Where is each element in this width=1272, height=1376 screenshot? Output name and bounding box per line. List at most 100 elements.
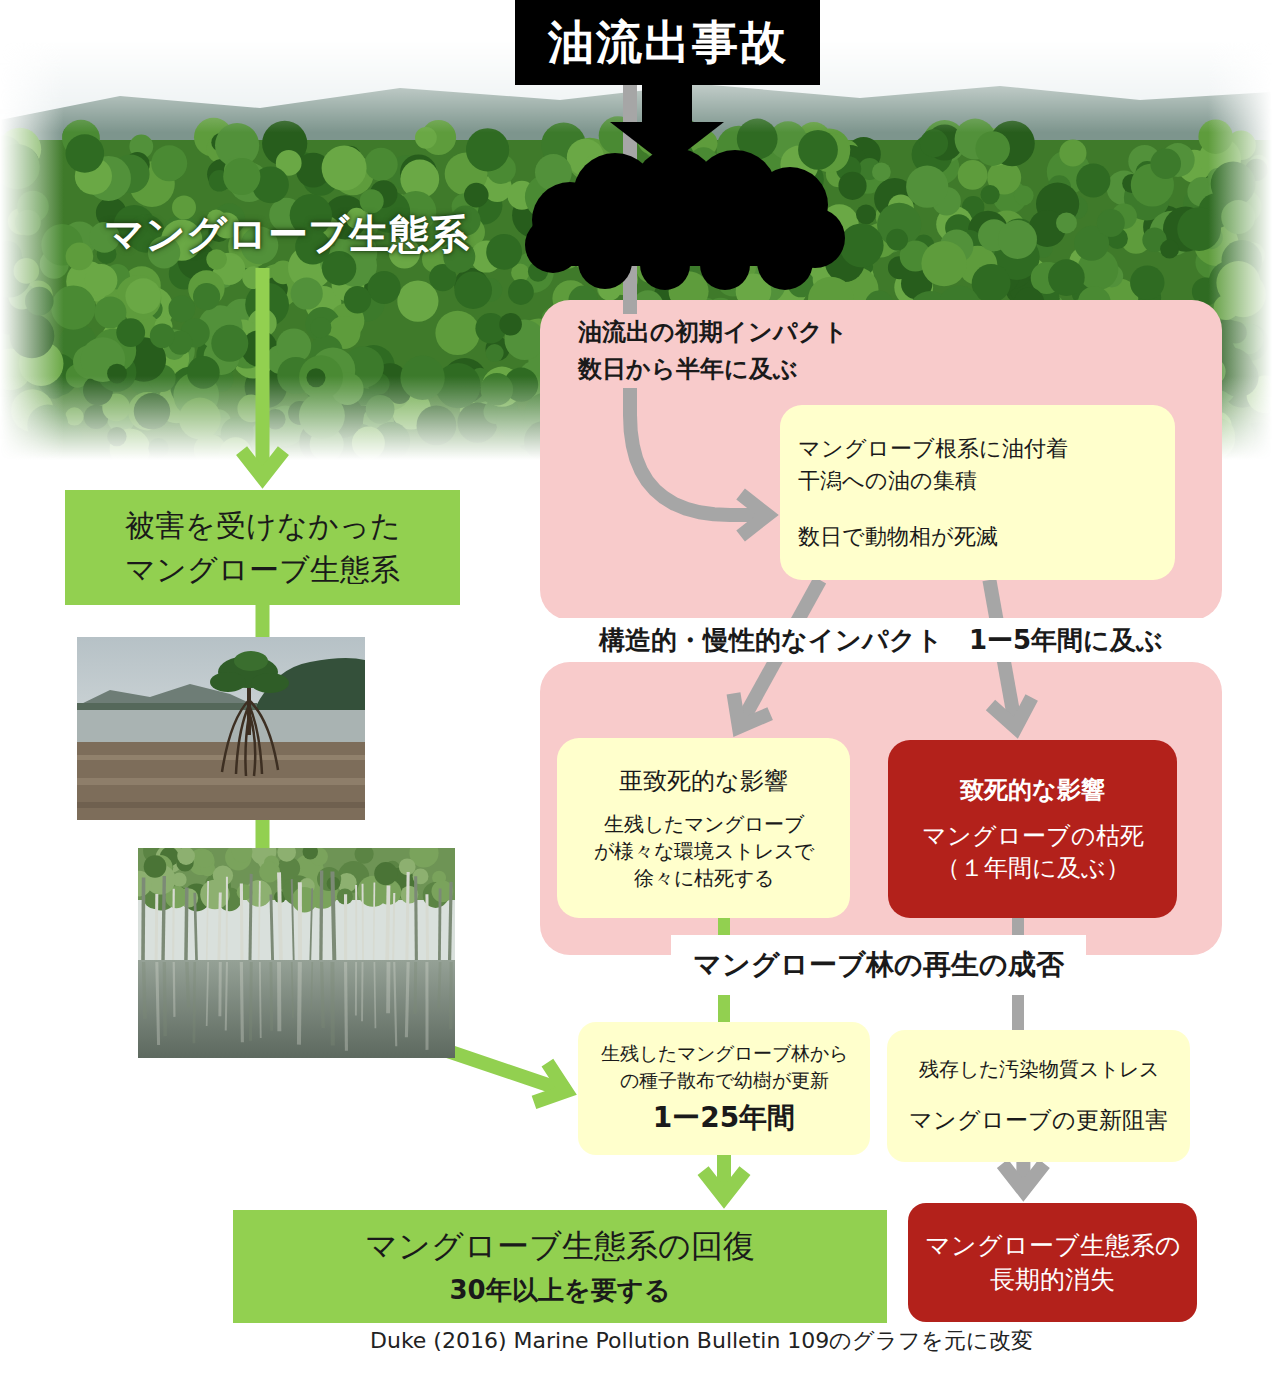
illustration-part <box>322 146 367 191</box>
illustration-part <box>406 962 408 1037</box>
arrow-head <box>990 698 1031 728</box>
illustration-part <box>151 145 187 181</box>
illustration-part <box>414 876 418 962</box>
node-heading: マングローブ生態系の回復 <box>245 1225 875 1269</box>
illustration-part <box>13 258 39 284</box>
illustration-part <box>856 205 876 225</box>
node-heading: マングローブ生態系 <box>104 207 496 262</box>
node-body: 数日で動物相が死滅 <box>798 522 1157 552</box>
effect-box: 致死的な影響マングローブの枯死 （１年間に及ぶ） <box>888 740 1177 918</box>
illustration-part <box>407 872 408 962</box>
illustration-part <box>259 881 260 962</box>
illustration-part <box>1216 261 1260 305</box>
illustration-part <box>116 318 145 347</box>
illustration-part <box>138 960 455 1058</box>
illustration-part <box>486 234 522 270</box>
node-heading: 被害を受けなかった マングローブ生態系 <box>75 504 450 591</box>
node-heading: 生残したマングローブ林から の種子散布で幼樹が更新 <box>590 1040 858 1093</box>
illustration-part <box>414 962 418 1014</box>
illustration-part <box>271 894 273 962</box>
illustration-part <box>51 285 95 329</box>
illustration-part <box>310 888 312 962</box>
ecosystem-label: マングローブ生態系 <box>100 200 500 268</box>
illustration-part <box>355 848 374 864</box>
arrow-head <box>1002 1164 1044 1191</box>
process-box: 残存した汚染物質ストレスマングローブの更新阻害 <box>887 1030 1190 1162</box>
illustration-part <box>499 313 522 336</box>
illustration-part <box>144 962 452 1051</box>
node-heading: 致死的な影響 <box>900 774 1165 806</box>
illustration-part <box>77 778 365 785</box>
illustration-part <box>125 278 161 314</box>
illustration-part <box>1160 240 1179 259</box>
illustration-part <box>393 893 394 962</box>
state-box: 被害を受けなかった マングローブ生態系 <box>65 490 460 605</box>
node-heading: 油流出事故 <box>531 12 804 74</box>
illustration-part <box>138 848 455 1058</box>
node-heading: マングローブ根系に油付着 干潟への油の集積 <box>798 433 1157 497</box>
illustration-part <box>415 127 437 149</box>
illustration-part <box>291 277 323 309</box>
illustration-part <box>496 408 524 436</box>
illustration-part <box>173 962 176 1017</box>
illustration-part <box>798 130 838 170</box>
illustration-part <box>232 848 253 862</box>
illustration-part <box>1221 200 1255 234</box>
node-body: 生残したマングローブ が様々な環境ストレスで 徐々に枯死する <box>571 811 836 892</box>
illustration-part <box>144 962 145 1019</box>
illustration-part <box>386 962 390 1013</box>
flow-connector <box>1002 1162 1044 1190</box>
illustration-part <box>332 871 334 962</box>
source-caption: Duke (2016) Marine Pollution Bulletin 10… <box>370 1326 1033 1356</box>
illustration-part <box>435 311 479 355</box>
section-label: マングローブ林の再生の成否 <box>671 935 1086 995</box>
illustration-part <box>77 742 365 820</box>
illustration-part <box>249 962 253 1041</box>
illustration-part <box>177 848 195 865</box>
illustration-part <box>259 861 280 882</box>
illustration-part <box>144 855 167 878</box>
illustration-part <box>210 672 246 692</box>
illustration-part <box>168 295 195 322</box>
illustration-part <box>307 368 326 387</box>
illustration-part <box>226 962 227 1030</box>
impact-panel: 油流出の初期インパクト 数日から半年に及ぶマングローブ根系に油付着 干潟への油の… <box>540 300 1222 620</box>
illustration-part <box>269 962 273 1031</box>
illustration-part <box>958 160 988 190</box>
mudflat-photo <box>77 637 365 820</box>
illustration-part <box>1048 259 1085 296</box>
illustration-part <box>373 883 376 962</box>
illustration-part <box>1056 212 1077 233</box>
illustration-part <box>438 888 442 962</box>
panel-fill <box>540 662 1222 955</box>
illustration-part <box>1225 321 1247 343</box>
node-heading: 構造的・慢性的なインパクト 1ー5年間に及ぶ <box>540 618 1222 662</box>
outcome-box: マングローブ生態系の回復30年以上を要する <box>233 1210 887 1323</box>
illustration-part <box>77 755 365 760</box>
illustration-part <box>222 700 278 776</box>
illustration-part <box>187 962 189 1007</box>
illustration-part <box>66 134 105 173</box>
illustration-part <box>251 673 289 693</box>
illustration-part <box>975 131 1010 166</box>
illustration-part <box>259 962 262 1038</box>
illustration-part <box>840 223 884 267</box>
illustration-part <box>838 172 866 200</box>
illustration-part <box>366 395 395 424</box>
illustration-part <box>374 862 397 885</box>
illustration-part <box>187 356 220 389</box>
illustration-part <box>193 962 197 1043</box>
node-body: マングローブの更新阻害 <box>899 1105 1178 1136</box>
illustration-part <box>226 877 228 962</box>
illustration-part <box>107 427 126 446</box>
arrow-shaft <box>642 84 692 126</box>
illustration-part <box>200 880 229 909</box>
illustration-part <box>981 185 1000 204</box>
panel-fills <box>540 300 1222 955</box>
illustration-part <box>218 962 221 1016</box>
illustration-part <box>525 217 581 273</box>
illustration-part <box>361 962 363 1021</box>
illustration-part <box>486 344 504 362</box>
